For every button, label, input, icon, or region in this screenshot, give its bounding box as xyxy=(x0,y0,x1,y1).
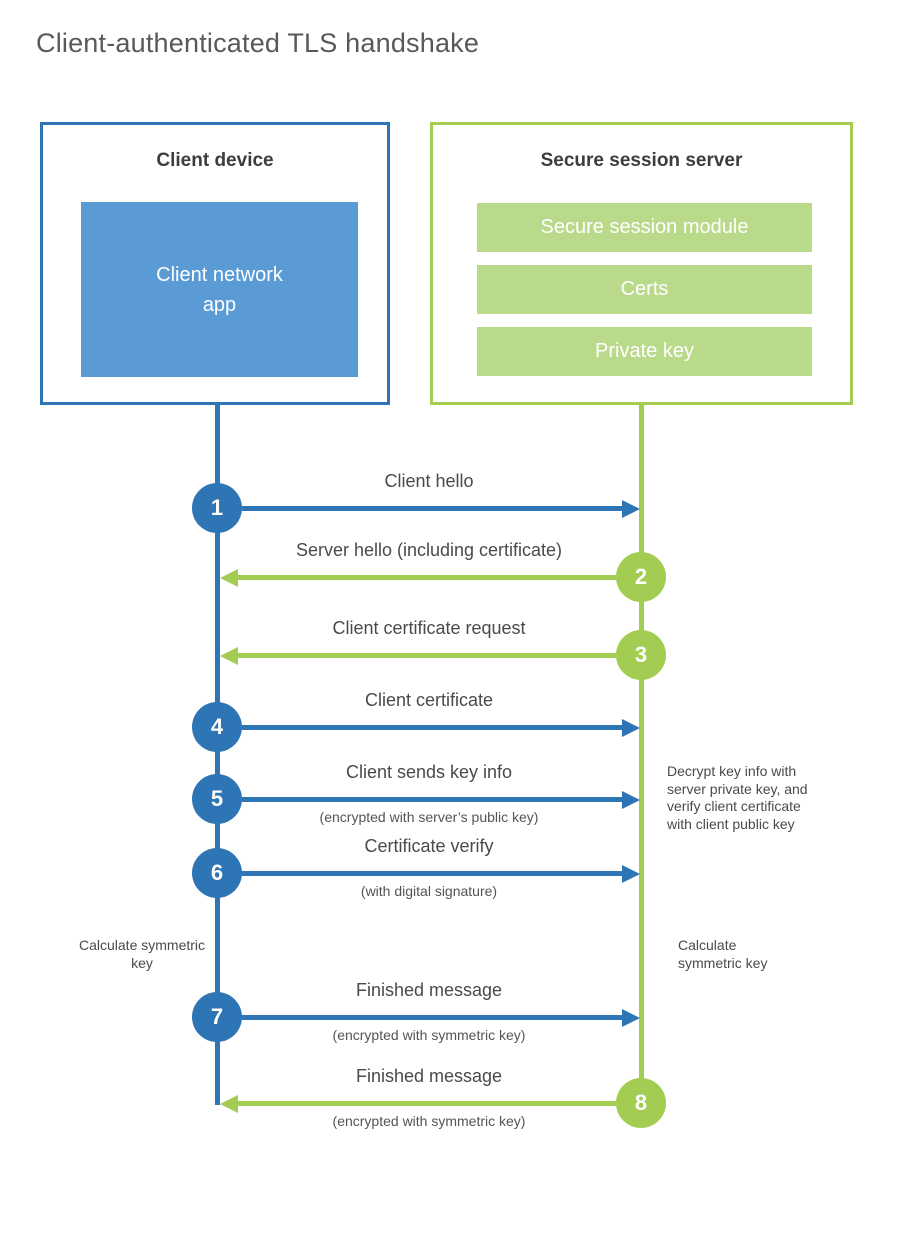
arrowhead-icon xyxy=(622,864,640,883)
arrowhead-icon xyxy=(622,718,640,737)
step-number-badge: 7 xyxy=(192,992,242,1042)
arrowhead-icon xyxy=(220,1094,238,1113)
note-calc-symmetric-key-server: Calculate symmetric key xyxy=(678,937,768,971)
client-network-app-label: Client network app xyxy=(156,263,283,316)
client-device-box: Client device Client network app xyxy=(40,122,390,405)
message-label: Client certificate request xyxy=(332,618,526,638)
arrow-left-icon xyxy=(220,646,616,665)
message-sublabel: (encrypted with server’s public key) xyxy=(319,809,539,825)
arrow-right-icon xyxy=(242,864,640,883)
message-label: Client certificate xyxy=(364,690,494,710)
arrowhead-icon xyxy=(622,499,640,518)
arrowhead-icon xyxy=(622,1008,640,1027)
arrow-left-icon xyxy=(220,1094,616,1113)
arrowhead-icon xyxy=(220,646,238,665)
step-number-badge: 8 xyxy=(616,1078,666,1128)
client-lifeline xyxy=(215,405,220,1105)
arrow-right-icon xyxy=(242,718,640,737)
private-key-bar: Private key xyxy=(477,327,812,376)
page-title: Client-authenticated TLS handshake xyxy=(36,28,480,58)
message-label: Client sends key info xyxy=(345,762,513,782)
message-sublabel: (with digital signature) xyxy=(360,883,498,899)
arrowhead-icon xyxy=(220,568,238,587)
step-number-badge: 4 xyxy=(192,702,242,752)
arrowhead-icon xyxy=(622,790,640,809)
note-decrypt-key-info: Decrypt key info with server private key… xyxy=(667,763,808,832)
message-label: Finished message xyxy=(355,980,503,1000)
message-label: Client hello xyxy=(384,471,474,491)
server-box: Secure session server Secure session mod… xyxy=(430,122,853,405)
message-label: Finished message xyxy=(355,1066,503,1086)
server-lifeline xyxy=(639,405,644,1105)
step-number-badge: 1 xyxy=(192,483,242,533)
client-network-app-box: Client network app xyxy=(81,202,358,377)
arrow-right-icon xyxy=(242,1008,640,1027)
client-device-title: Client device xyxy=(156,150,274,171)
arrow-left-icon xyxy=(220,568,616,587)
message-sublabel: (encrypted with symmetric key) xyxy=(332,1113,526,1129)
message-label: Server hello (including certificate) xyxy=(295,540,563,560)
step-number-badge: 6 xyxy=(192,848,242,898)
message-sublabel: (encrypted with symmetric key) xyxy=(332,1027,526,1043)
server-title: Secure session server xyxy=(540,150,743,171)
secure-session-module-bar: Secure session module xyxy=(477,203,812,252)
arrow-right-icon xyxy=(242,499,640,518)
certs-bar: Certs xyxy=(477,265,812,314)
note-calc-symmetric-key-client: Calculate symmetric key xyxy=(78,937,206,971)
step-number-badge: 5 xyxy=(192,774,242,824)
message-label: Certificate verify xyxy=(364,836,494,856)
arrow-right-icon xyxy=(242,790,640,809)
step-number-badge: 3 xyxy=(616,630,666,680)
step-number-badge: 2 xyxy=(616,552,666,602)
